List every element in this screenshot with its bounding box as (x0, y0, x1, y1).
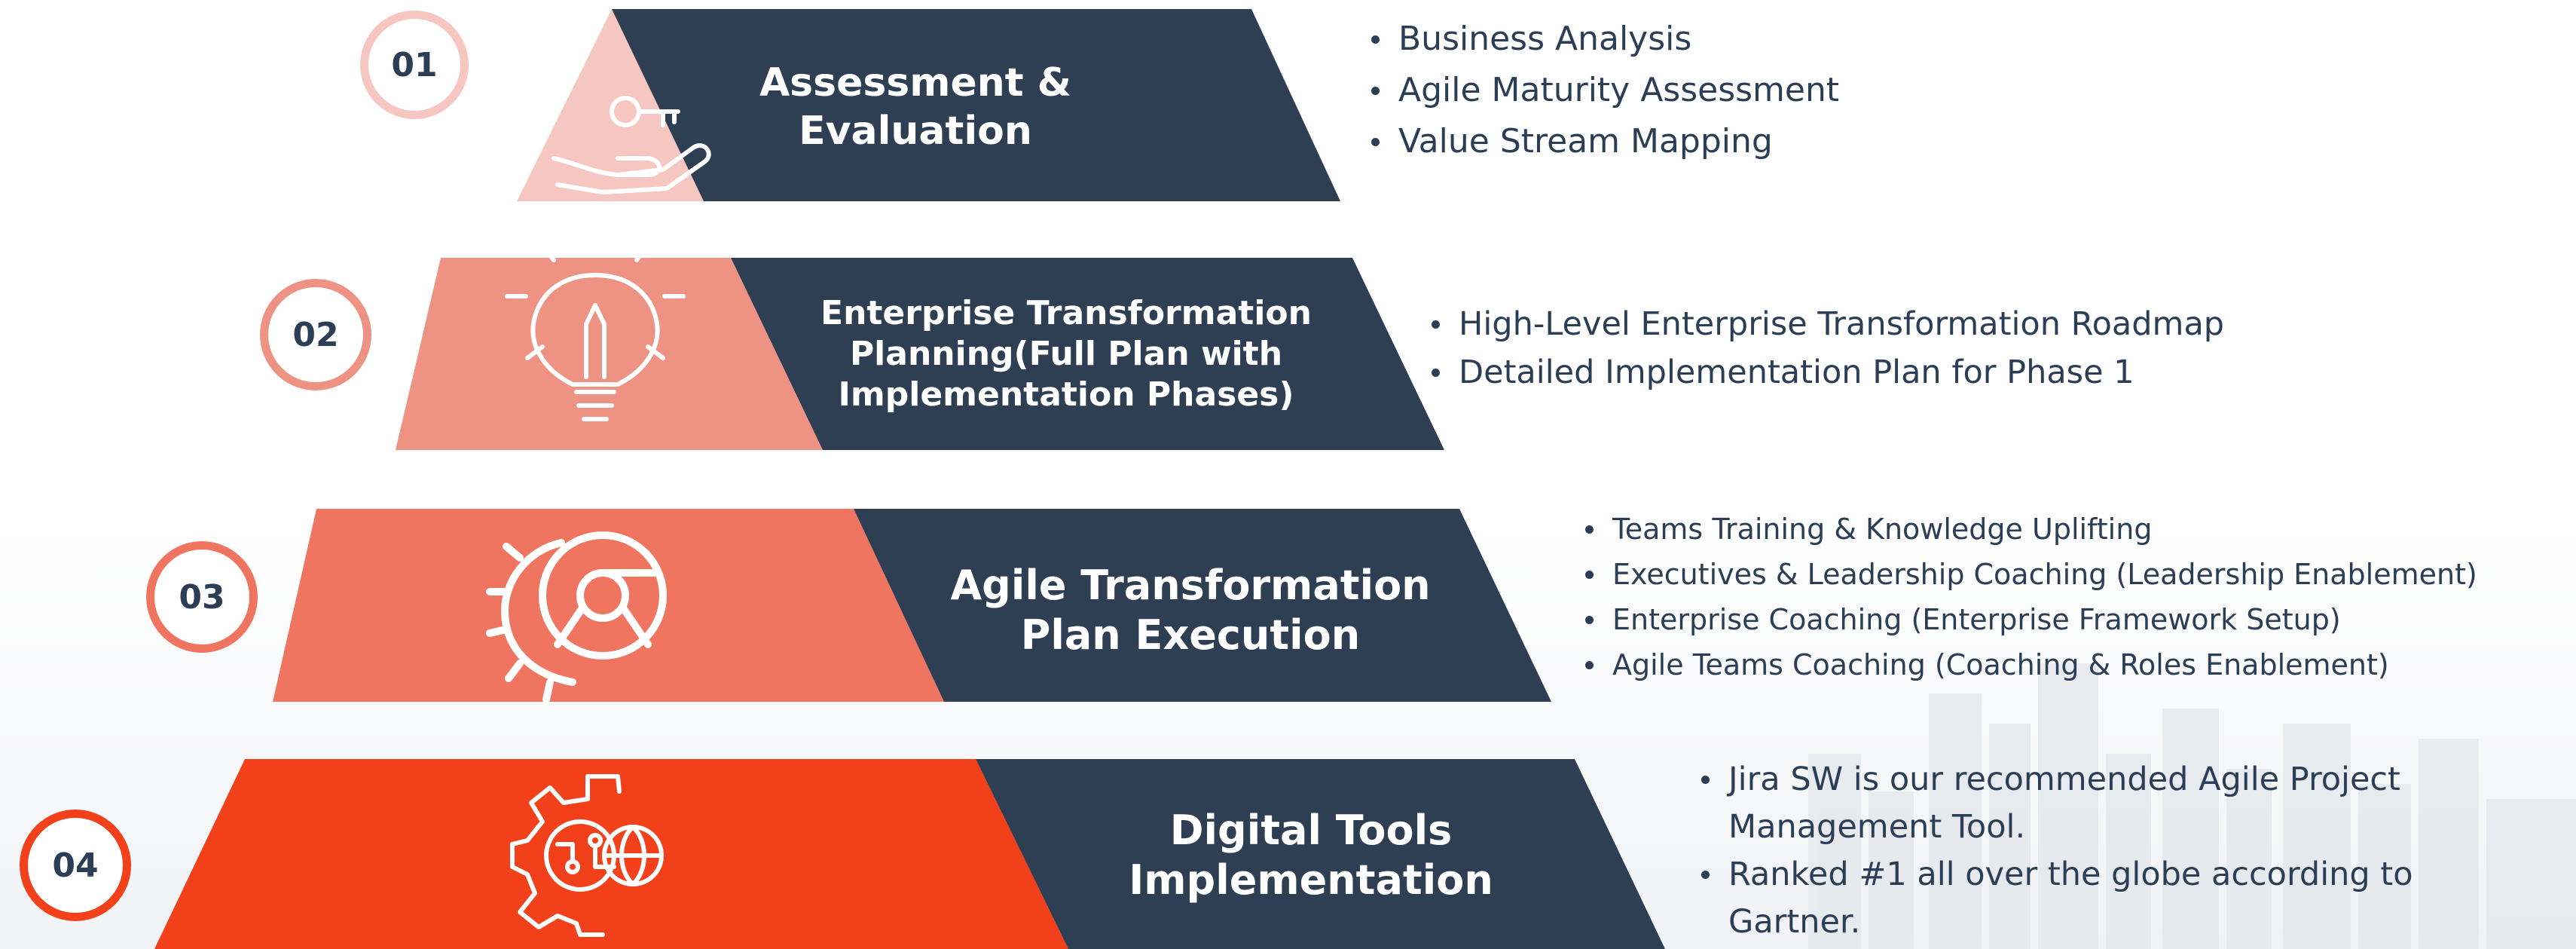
tier-1-title-band (612, 9, 1340, 201)
tier-3-bullets: Teams Training & Knowledge Uplifting Exe… (1579, 507, 2559, 687)
tier-1-title-line-2: Evaluation (799, 108, 1032, 154)
tier-4-title-line-2: Implementation (1129, 856, 1493, 904)
hand-key-icon (552, 96, 711, 194)
tier-3-bullet: Agile Teams Coaching (Coaching & Roles E… (1579, 642, 2559, 687)
tier-3-bullet: Enterprise Coaching (Enterprise Framewor… (1579, 597, 2559, 642)
tier-2-title-line-2: Planning(Full Plan with (849, 335, 1283, 374)
step-number-1: 01 (360, 11, 469, 119)
tier-1-bullet: Business Analysis (1365, 14, 2043, 65)
tier-2-title: Enterprise Transformation Planning(Full … (784, 283, 1349, 426)
tier-1-title: Assessment & Evaluation (708, 45, 1123, 170)
tier-1 (517, 9, 1340, 201)
tier-2-title-band (731, 258, 1444, 450)
tier-2 (396, 224, 1444, 450)
tier-2-accent-band (396, 258, 823, 450)
tier-1-bullet: Agile Maturity Assessment (1365, 65, 2043, 116)
tier-4-bullets: Jira SW is our recommended Agile Project… (1695, 756, 2471, 946)
tier-3-title-line-2: Plan Execution (1020, 611, 1361, 659)
tier-2-title-line-3: Implementation Phases) (838, 375, 1294, 414)
tier-4-title-band (976, 759, 1665, 949)
tier-3-title-line-1: Agile Transformation (950, 562, 1431, 610)
gear-globe-circuit-icon (510, 774, 664, 937)
tier-3-bullet: Teams Training & Knowledge Uplifting (1579, 507, 2559, 552)
tier-2-bullets: High-Level Enterprise Transformation Roa… (1426, 300, 2330, 396)
tier-2-title-line-1: Enterprise Transformation (820, 294, 1312, 333)
tier-1-title-line-1: Assessment & (759, 60, 1072, 106)
gear-chrome-icon (486, 531, 667, 703)
tier-4 (154, 759, 1665, 949)
tier-2-bullet: Detailed Implementation Plan for Phase 1 (1426, 348, 2330, 396)
tier-3-title: Agile Transformation Plan Execution (919, 550, 1462, 671)
tier-4-title: Digital Tools Implementation (1070, 791, 1552, 920)
tier-1-bullets: Business Analysis Agile Maturity Assessm… (1365, 14, 2043, 167)
step-number-3: 03 (146, 541, 258, 653)
tier-4-title-line-1: Digital Tools (1169, 807, 1453, 855)
tier-1-bullet: Value Stream Mapping (1365, 116, 2043, 167)
tier-4-bullet: Jira SW is our recommended Agile Project… (1695, 756, 2471, 851)
step-number-4: 04 (20, 810, 131, 921)
skyline-silhouette (1808, 663, 2576, 949)
lightbulb-pencil-icon (505, 224, 686, 421)
tier-3 (273, 509, 1551, 703)
tier-3-title-band (854, 509, 1551, 702)
tier-3-accent-band (273, 509, 944, 702)
tier-4-bullet: Ranked #1 all over the globe according t… (1695, 851, 2471, 946)
step-number-2: 02 (260, 279, 371, 390)
tier-3-bullet: Executives & Leadership Coaching (Leader… (1579, 552, 2559, 597)
tier-2-bullet: High-Level Enterprise Transformation Roa… (1426, 300, 2330, 348)
